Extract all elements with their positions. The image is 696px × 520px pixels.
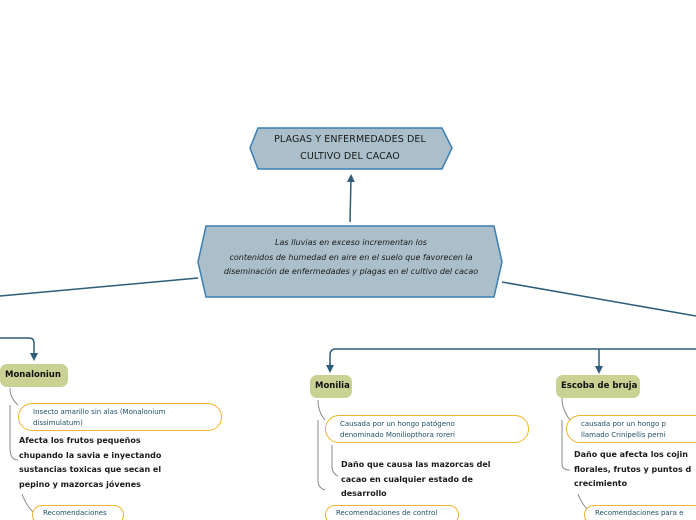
branch-label: Monilia	[315, 381, 350, 391]
branch-node-escoba-de-bruja[interactable]: Escoba de bruja	[556, 375, 640, 398]
branch-label: Monaloniun	[5, 370, 61, 380]
pill-line: denominado Moniliopthora roreri	[340, 431, 455, 439]
escoba-cause-connector	[561, 397, 571, 421]
monaloniun-effect-text: Afecta los frutos pequeños chupando la s…	[19, 434, 161, 492]
pill-label: Recomendaciones de control	[336, 509, 438, 517]
escoba-effect-text: Daño que afecta los cojin florales, frut…	[574, 448, 691, 492]
escoba-recommendation-pill[interactable]: Recomendaciones para e	[584, 505, 696, 520]
central-to-right-connector	[501, 281, 696, 317]
escoba-effect-connector	[561, 420, 571, 471]
pill-label: Recomendaciones para e	[595, 509, 684, 517]
central-topic-line: contenidos de humedad en aire en el suel…	[229, 252, 473, 262]
monaloniun-effect-connector	[9, 405, 19, 461]
monaloniun-rec-connector	[21, 493, 34, 513]
central-to-left-connector	[0, 277, 199, 297]
desc-line: sustancias toxicas que secan el	[19, 465, 162, 474]
main-title-line: PLAGAS Y ENFERMEDADES DEL	[274, 134, 426, 145]
central-topic-line: diseminación de enfermedades y plagas en…	[223, 267, 479, 276]
central-hexagon[interactable]	[197, 225, 503, 298]
desc-line: chupando la savia e inyectando	[19, 450, 162, 460]
branch-node-monaloniun[interactable]: Monaloniun	[0, 364, 68, 387]
desc-line: Daño que causa las mazorcas del	[341, 460, 491, 469]
desc-line: Daño que afecta los cojin	[574, 450, 688, 459]
desc-line: desarrollo	[341, 489, 387, 498]
main-title-line: CULTIVO DEL CACAO	[300, 151, 400, 162]
desc-line: pepino y mazorcas jóvenes	[19, 479, 141, 489]
central-topic-line: Las lluvias en exceso incrementan los	[275, 238, 427, 247]
branch-node-monilia[interactable]: Monilia	[310, 375, 352, 398]
desc-line: cacao en cualquier estado de	[341, 474, 473, 484]
escoba-cause-pill[interactable]: causada por un hongo p llamado Crinipell…	[566, 415, 696, 443]
main-title: PLAGAS Y ENFERMEDADES DEL CULTIVO DEL CA…	[258, 131, 442, 165]
monaloniun-cause-connector	[9, 387, 19, 406]
monilia-effect-connector	[317, 420, 326, 491]
monilia-cause-pill[interactable]: Causada por un hongo patógeno denominado…	[325, 415, 529, 443]
left-branch-bus	[0, 337, 38, 361]
monaloniun-recommendation-pill[interactable]: Recomendaciones	[32, 505, 124, 520]
pill-line: Causada por un hongo patógeno	[340, 420, 455, 428]
desc-line: Afecta los frutos pequeños	[19, 436, 141, 445]
monilia-rec-connector	[331, 445, 339, 477]
title-hexagon[interactable]	[249, 127, 453, 170]
monilia-recommendation-pill[interactable]: Recomendaciones de control	[325, 505, 459, 520]
pill-label: Recomendaciones	[43, 509, 107, 517]
desc-line: florales, frutos y puntos d	[574, 464, 692, 474]
pill-line: llamado Crinipellis perni	[581, 431, 666, 439]
pill-line: causada por un hongo p	[581, 420, 666, 428]
desc-line: crecimiento	[574, 479, 628, 488]
pill-line: Insecto amarillo sin alas (Monalonium	[33, 408, 166, 416]
central-to-title-connector	[346, 174, 355, 223]
right-branch-bus	[329, 348, 696, 370]
pill-line: dissimulatum)	[33, 419, 83, 427]
monaloniun-cause-pill[interactable]: Insecto amarillo sin alas (Monalonium di…	[18, 403, 222, 431]
central-topic: Las lluvias en exceso incrementan los co…	[206, 236, 496, 280]
monilia-effect-text: Daño que causa las mazorcas del cacao en…	[341, 458, 491, 502]
monilia-cause-connector	[317, 399, 326, 421]
branch-label: Escoba de bruja	[561, 381, 638, 391]
